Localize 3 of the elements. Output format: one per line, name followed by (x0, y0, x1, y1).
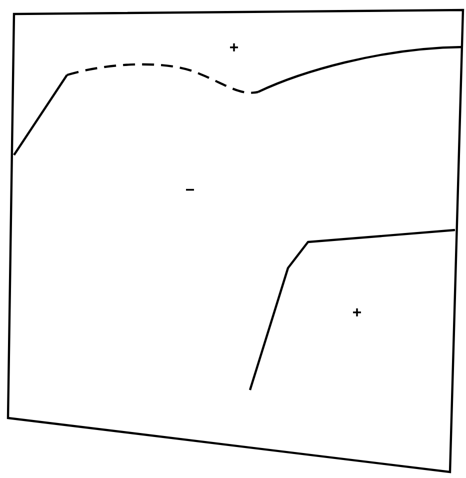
sign-label: + (353, 308, 361, 316)
sign-label: − (186, 188, 194, 191)
sign-label: + (230, 43, 238, 52)
